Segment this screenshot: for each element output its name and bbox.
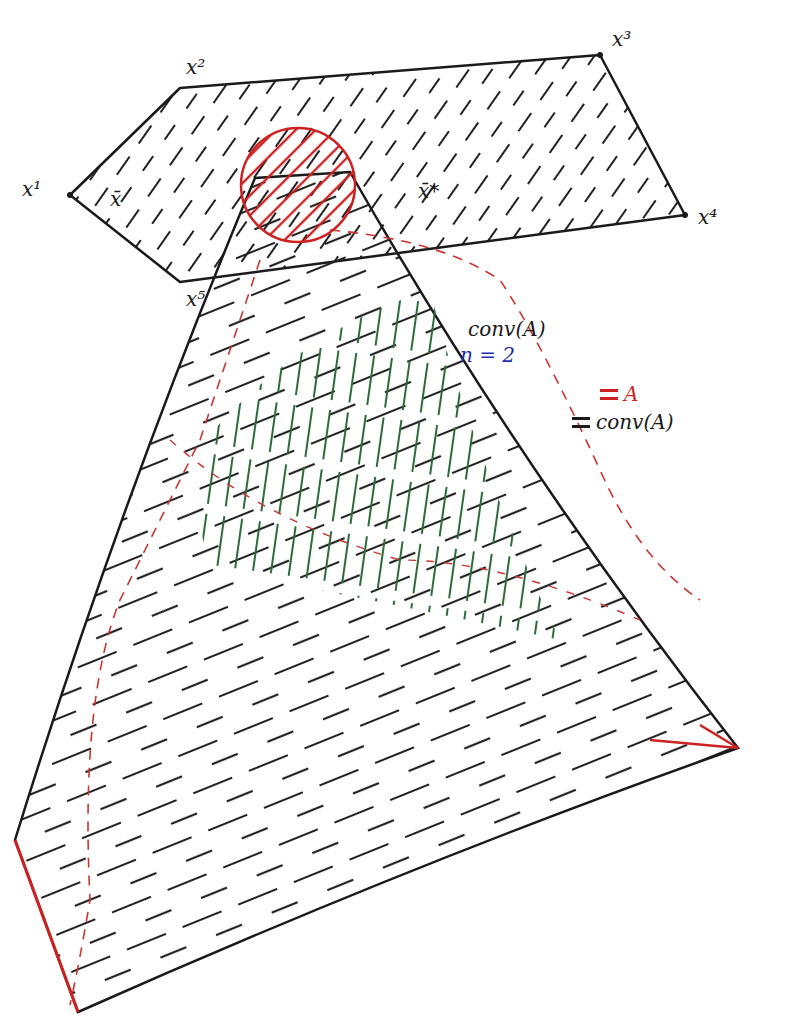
dimension-note: n = 2 <box>460 344 515 366</box>
point-label: x⁵ <box>186 288 205 310</box>
legend-row: conv(A) <box>572 410 673 434</box>
set-label: conv(A) <box>468 318 545 340</box>
point-label: x⁴ <box>698 206 717 228</box>
legend-text: A <box>624 382 638 406</box>
point-label: x³ <box>612 28 631 50</box>
legend-swatch <box>600 389 618 400</box>
legend-text: conv(A) <box>596 410 673 434</box>
point-label: x¹ <box>22 178 41 200</box>
legend-row: A <box>600 382 638 406</box>
point-label: x² <box>186 56 205 78</box>
legend-swatch <box>572 417 590 428</box>
point-label: x̄* <box>418 180 439 202</box>
point-label: x̄ <box>110 188 121 210</box>
